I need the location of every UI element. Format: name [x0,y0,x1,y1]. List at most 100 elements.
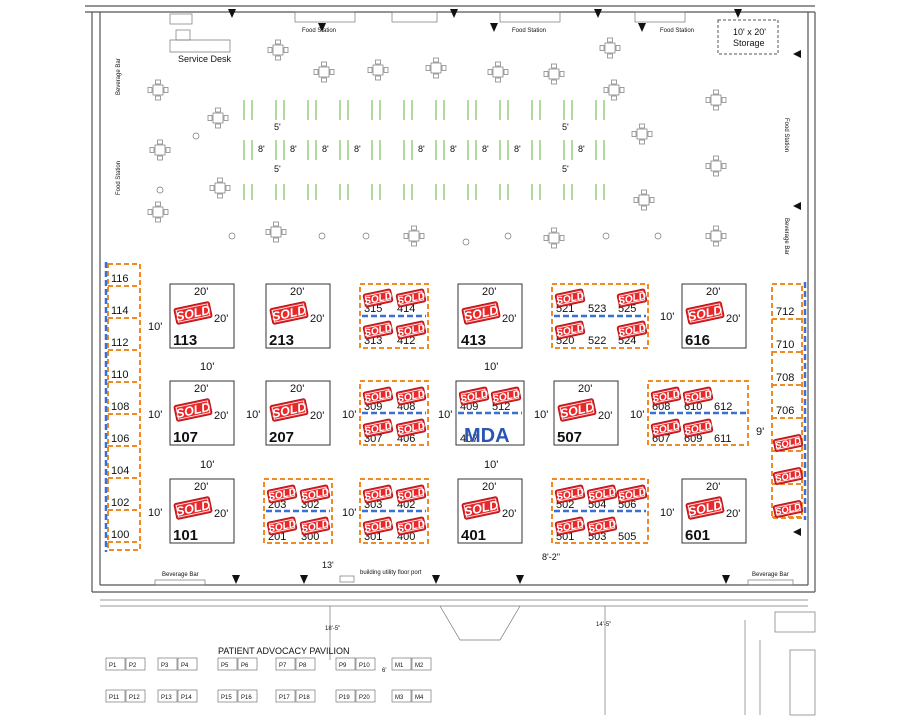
chair [419,233,425,239]
sold-stamp: SOLD [682,386,714,405]
pavilion-table-label: P5 [221,663,229,669]
aisle-dim: 10' [630,409,644,421]
pavilion-title: PATIENT ADVOCACY PAVILION [218,646,350,656]
sold-stamp: SOLD [554,484,586,503]
table [492,66,504,78]
aisle-dim: 10' [660,507,674,519]
table [638,194,650,206]
chair [599,45,605,51]
chair [225,185,231,191]
pavilion-table-P18 [295,689,316,703]
storage-label: Storage [733,38,765,48]
pavilion-table-label: P3 [161,663,169,669]
booth-505: 505 [618,531,636,543]
sold-stamp-box [266,484,298,504]
booth-number: 507 [557,429,582,446]
chair [551,227,557,233]
chair [425,65,431,71]
sold-stamp: SOLD [685,496,725,520]
sold-stamp-border [397,388,425,404]
sold-stamp-border [556,290,584,306]
sold-stamp-box [362,386,394,406]
center-dim-8: 8' [354,144,361,154]
chair [705,97,711,103]
sold-stamp: SOLD [269,398,309,422]
sold-stamp: SOLD [173,398,213,422]
sold-stamp-box [461,301,501,325]
chair [209,185,215,191]
sold-stamp-box [395,516,427,536]
entrance-arrow [793,202,801,210]
sold-stamp-border [463,498,499,518]
chair [495,77,501,83]
chair [367,67,373,73]
dim-6: 6' [382,668,386,674]
sold-stamp: SOLD [650,386,682,405]
sold-stamp-box [554,516,586,536]
sold-stamp: SOLD [682,418,714,438]
entrance-arrow [516,575,524,584]
sold-stamp-border [687,498,723,518]
sold-stamp-box [173,496,213,520]
pavilion-table-label: P20 [359,695,370,701]
sold-stamp: SOLD [650,418,682,438]
chair [487,69,493,75]
food-station-left: Food Station [116,161,122,195]
chair [619,87,625,93]
sold-stamp-box [557,398,597,422]
sold-stamp-box [682,418,714,438]
table [154,144,166,156]
sold-stamp-box [772,467,804,485]
chair [157,139,163,145]
pavilion-table-label: P4 [181,663,189,669]
booth-number: 101 [173,527,198,544]
booth-dim-side: 20' [310,313,324,325]
sold-stamp-border [618,486,646,502]
chair [713,89,719,95]
booth-dim-side: 20' [502,313,516,325]
chair [283,47,289,53]
entrance-arrow [318,23,326,32]
chair [217,177,223,183]
right-booth-712: 712 [776,306,794,318]
chair [165,147,171,153]
entrance-arrow [722,575,730,584]
sold-stamp-border [175,400,211,420]
chair [163,87,169,93]
table [604,42,616,54]
food-station-label-2: Food Station [512,28,546,34]
sold-stamp-box [266,516,298,536]
booth-523: 523 [588,303,606,315]
sold-stamp-border [652,388,680,404]
aisle-dim: 10' [342,409,356,421]
beverage-bar-bottom-right: Beverage Bar [752,572,789,578]
sold-stamp-box [650,418,682,438]
sold-stamp: SOLD [461,496,501,520]
booth-dim-side: 20' [214,508,228,520]
center-dim-8: 8' [578,144,585,154]
sold-stamp-border [492,388,520,404]
chair [713,171,719,177]
table [408,230,420,242]
aisle-dim: 10' [200,459,214,471]
table [710,94,722,106]
top-wall-units [169,11,686,25]
sold-stamp: SOLD [458,386,490,405]
sold-stamp-box [685,496,725,520]
booth-407: 407 [460,433,478,445]
chair [641,189,647,195]
chair [721,163,727,169]
